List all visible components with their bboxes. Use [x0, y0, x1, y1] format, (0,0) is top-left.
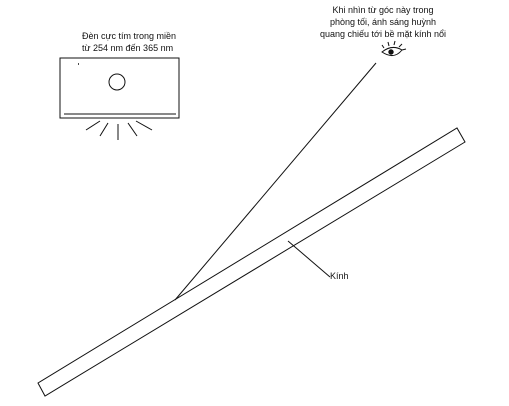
uv-ray: [135, 120, 153, 131]
glass-leader-line: [287, 240, 331, 278]
glass-slab: [37, 127, 466, 397]
uv-ray: [127, 122, 138, 137]
uv-rays: [85, 120, 153, 140]
eyelash: [398, 43, 403, 48]
uv-ray: [99, 122, 109, 137]
glass-label: Kính: [330, 271, 349, 281]
uv-lamp-caption-line: Đèn cực tím trong miền: [82, 31, 177, 41]
uv-lamp-caption-line: từ 254 nm đến 365 nm: [82, 43, 174, 53]
eyelash: [381, 44, 385, 49]
viewer-caption-line: quang chiếu tới bề mặt kính nổi: [320, 29, 446, 39]
eye-icon: [381, 40, 407, 56]
uv-ray: [85, 120, 101, 131]
viewer-caption-line: Khi nhìn từ góc này trong: [332, 5, 434, 15]
viewer-caption-line: phòng tối, ánh sáng huỳnh: [329, 17, 437, 27]
eyelash: [393, 40, 396, 46]
uv-lamp-caption: Đèn cực tím trong miền từ 254 nm đến 365…: [82, 30, 176, 54]
eyelash: [401, 48, 407, 51]
viewing-line: [174, 62, 377, 301]
eyelash: [387, 41, 390, 47]
uv-lamp-bulb: [108, 73, 126, 91]
viewer-caption: Khi nhìn từ góc này trong phòng tối, ánh…: [298, 4, 468, 40]
eye-pupil: [388, 49, 394, 55]
uv-lamp-box: [59, 57, 180, 119]
